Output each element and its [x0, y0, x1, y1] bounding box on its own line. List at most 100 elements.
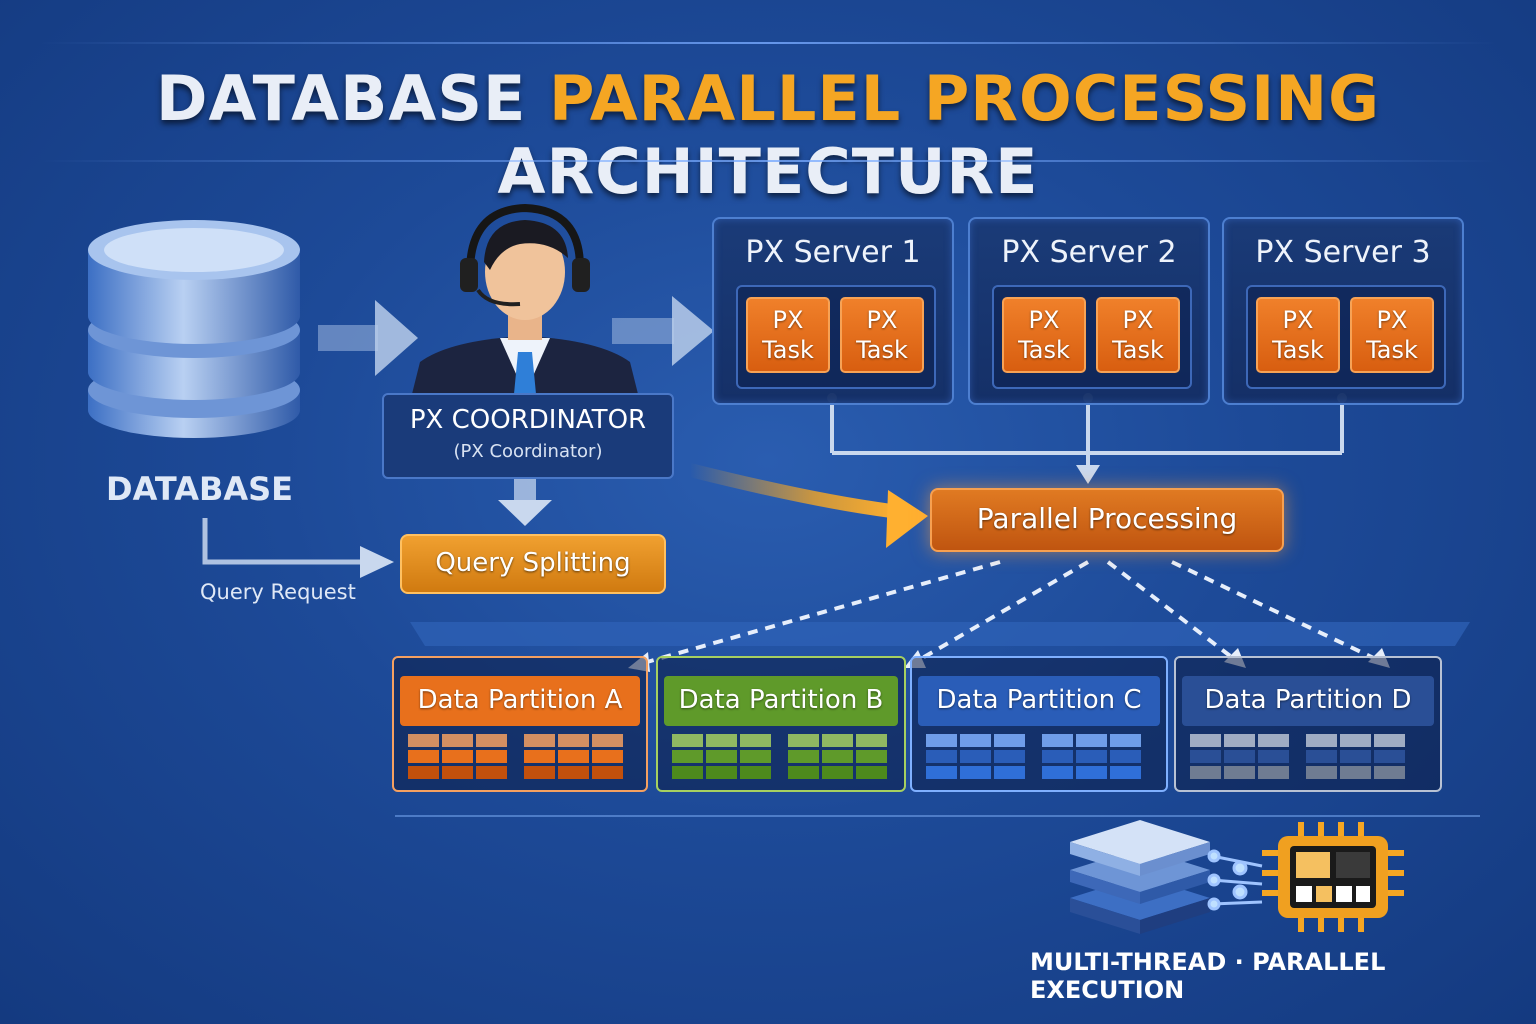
partition-cell [1374, 750, 1405, 763]
partition-cell [822, 750, 853, 763]
data-partition-a: Data Partition A [392, 656, 648, 792]
partition-cell [1306, 750, 1337, 763]
partition-cell [672, 734, 703, 747]
px-server-name: PX Server 1 [745, 235, 921, 270]
data-partition-d: Data Partition D [1174, 656, 1442, 792]
parallel-processing-box: Parallel Processing [930, 488, 1284, 552]
query-splitting-box: Query Splitting [400, 534, 666, 594]
partition-cell [822, 734, 853, 747]
partition-cell [592, 766, 623, 779]
partition-cell [1076, 734, 1107, 747]
arrow-db-to-coordinator [318, 300, 418, 376]
partition-cell [524, 766, 555, 779]
partition-cell [1306, 766, 1337, 779]
partition-cell [1042, 750, 1073, 763]
query-request-label: Query Request [200, 580, 356, 604]
partition-cell [558, 766, 589, 779]
px-coordinator-subtitle: (PX Coordinator) [453, 441, 603, 462]
px-task-line-2: Task [1272, 336, 1324, 364]
partition-cell [1374, 766, 1405, 779]
partition-data-grid [1306, 734, 1422, 782]
partition-data-grid [926, 734, 1032, 782]
database-icon [88, 220, 300, 438]
px-task-line-2: Task [1366, 336, 1418, 364]
partition-cell [960, 750, 991, 763]
px-task-line-1: PX [1376, 306, 1408, 334]
arrow-coordinator-to-splitting [498, 478, 552, 526]
partition-cell [558, 734, 589, 747]
partition-cell [788, 750, 819, 763]
top-rule [40, 42, 1496, 44]
data-partition-c: Data Partition C [910, 656, 1168, 792]
partition-cell [1224, 750, 1255, 763]
partition-data-grid [788, 734, 887, 782]
px-coordinator-title: PX COORDINATOR [409, 405, 647, 435]
partition-cell [558, 750, 589, 763]
partition-cell [926, 766, 957, 779]
servers-merge-bracket [827, 393, 1347, 484]
data-partition-label: Data Partition D [1182, 676, 1434, 726]
partition-cell [740, 750, 771, 763]
partition-data-grid [408, 734, 512, 782]
partition-cell [592, 734, 623, 747]
partition-cell [442, 734, 473, 747]
title-part-3: ARCHITECTURE [497, 135, 1039, 208]
stacked-layers-icon [1070, 820, 1210, 934]
arrow-to-parallel-processing [683, 463, 928, 548]
partition-cell [1110, 750, 1141, 763]
data-partition-label: Data Partition B [664, 676, 898, 726]
title-part-2: PARALLEL PROCESSING [548, 62, 1380, 135]
partition-cell [740, 734, 771, 747]
partition-cell [1110, 766, 1141, 779]
partition-cell [994, 734, 1025, 747]
title-rule [40, 160, 1496, 162]
partition-cell [1224, 766, 1255, 779]
px-task-line-1: PX [1282, 306, 1314, 334]
px-task-line-2: Task [1018, 336, 1070, 364]
px-task-line-1: PX [1122, 306, 1154, 334]
px-server-name: PX Server 3 [1255, 235, 1431, 270]
partition-cell [524, 750, 555, 763]
page-title: DATABASE PARALLEL PROCESSING ARCHITECTUR… [0, 62, 1536, 208]
partition-cell [1076, 766, 1107, 779]
partition-cell [788, 734, 819, 747]
data-partition-b: Data Partition B [656, 656, 906, 792]
partition-cell [1258, 766, 1289, 779]
partition-cell [1076, 750, 1107, 763]
partition-cell [1340, 750, 1371, 763]
partition-cell [706, 750, 737, 763]
partition-cell [1190, 734, 1221, 747]
px-task-line-2: Task [1112, 336, 1164, 364]
partition-cell [960, 734, 991, 747]
dashed-distribution-lines [639, 560, 1383, 666]
partition-cell [1042, 734, 1073, 747]
partition-cell [926, 750, 957, 763]
px-task-line-2: Task [856, 336, 908, 364]
arrow-query-request [202, 518, 394, 578]
partition-cell [994, 750, 1025, 763]
partition-data-grid [1042, 734, 1148, 782]
partition-data-grid [524, 734, 628, 782]
arrow-coordinator-to-servers [612, 296, 714, 366]
database-label: DATABASE [106, 470, 294, 508]
footer-caption: MULTI-THREAD · PARALLEL EXECUTION [1030, 948, 1386, 1004]
partition-cell [994, 766, 1025, 779]
partition-cell [1042, 766, 1073, 779]
operator-headset-icon [412, 203, 638, 394]
px-task-line-1: PX [1028, 306, 1060, 334]
partition-cell [476, 750, 507, 763]
partition-cell [1340, 766, 1371, 779]
px-task-line-1: PX [772, 306, 804, 334]
partition-cell [822, 766, 853, 779]
partition-cell [1190, 766, 1221, 779]
cpu-chip-icon [1262, 822, 1404, 932]
